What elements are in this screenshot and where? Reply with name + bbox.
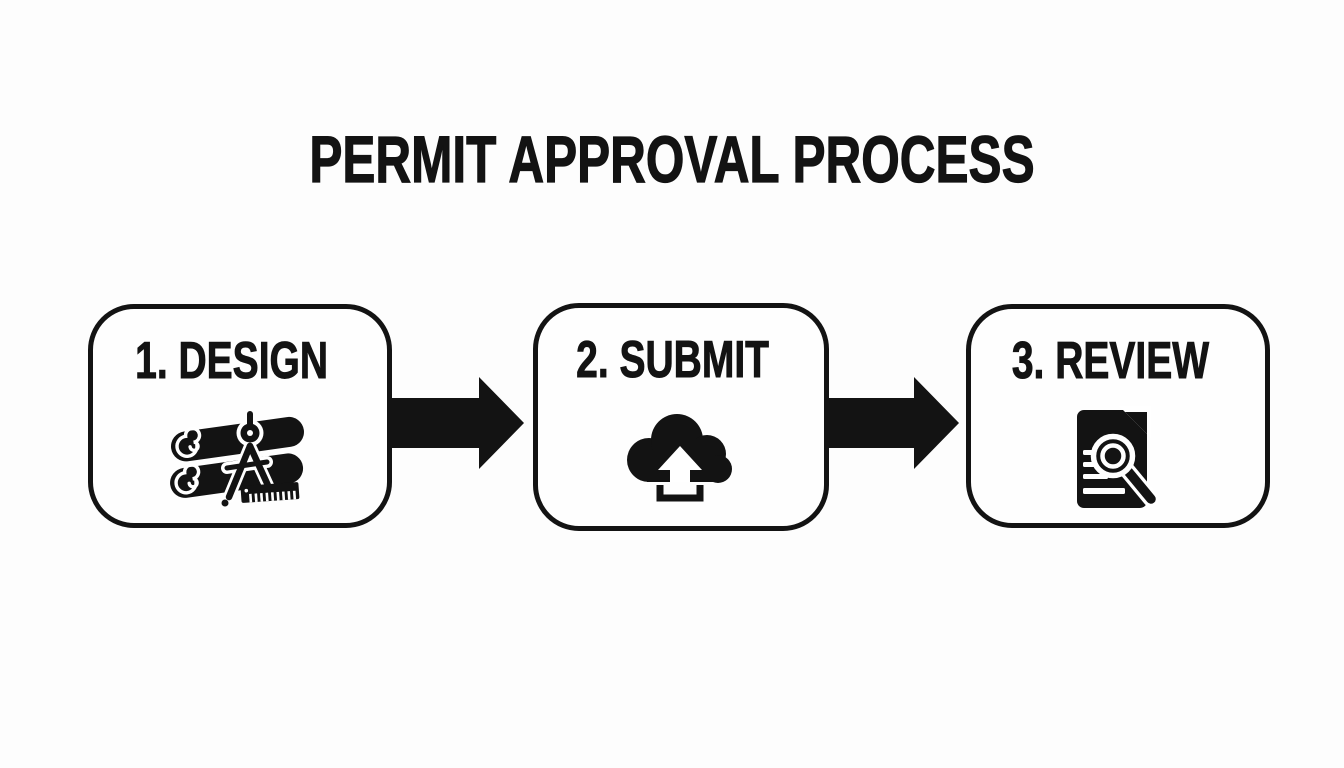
flow-arrow-icon [391, 377, 524, 469]
diagram-title: PERMIT APPROVAL PROCESS [309, 122, 1035, 196]
step-label-submit: 2. SUBMIT [576, 331, 770, 389]
step-label-design: 1. DESIGN [135, 332, 329, 390]
flow-arrow-icon [826, 377, 959, 469]
cloud-upload-icon [623, 412, 739, 504]
step-box-review: 3. REVIEW [966, 304, 1270, 528]
blueprint-compass-icon [165, 400, 315, 515]
step-box-submit: 2. SUBMIT [533, 303, 829, 531]
step-box-design: 1. DESIGN [88, 304, 392, 528]
document-magnifier-icon [1071, 404, 1165, 514]
step-label-review: 3. REVIEW [1011, 332, 1209, 390]
